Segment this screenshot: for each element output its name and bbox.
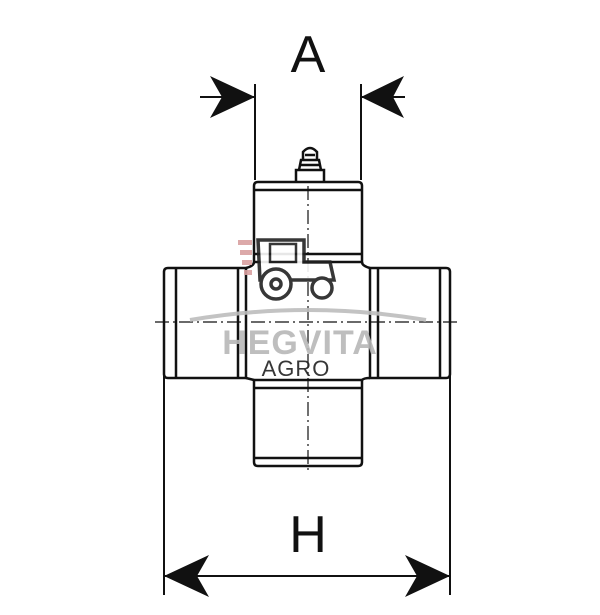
dimension-a-label: A	[291, 26, 326, 84]
watermark-logo: HEGVITA AGRO	[189, 238, 427, 381]
body-corner-br	[361, 376, 371, 381]
watermark-brand-text: HEGVITA	[222, 324, 378, 362]
body-corner-bl	[245, 376, 255, 382]
speed-stripes	[238, 240, 252, 275]
watermark-sub-text: AGRO	[262, 356, 331, 381]
right-bearing-cup	[368, 266, 452, 380]
cross-body	[162, 146, 452, 468]
dimension-h-arrow-left	[164, 555, 209, 597]
dimension-h	[163, 375, 451, 597]
body-corner-tr	[360, 261, 371, 270]
body-corner-tl	[245, 261, 256, 270]
dimension-a-arrow-right	[361, 76, 404, 118]
dimension-a-arrow-left	[210, 76, 255, 118]
tractor-icon	[256, 238, 337, 301]
left-bearing-cup	[162, 266, 248, 380]
watermark-swoosh	[189, 308, 427, 322]
center-lines	[155, 186, 460, 472]
bottom-bearing-cup	[252, 378, 364, 468]
dimension-h-label: H	[289, 506, 327, 564]
grease-nipple	[294, 146, 326, 182]
dimension-a	[200, 76, 405, 180]
dimension-h-arrow-right	[405, 555, 450, 597]
